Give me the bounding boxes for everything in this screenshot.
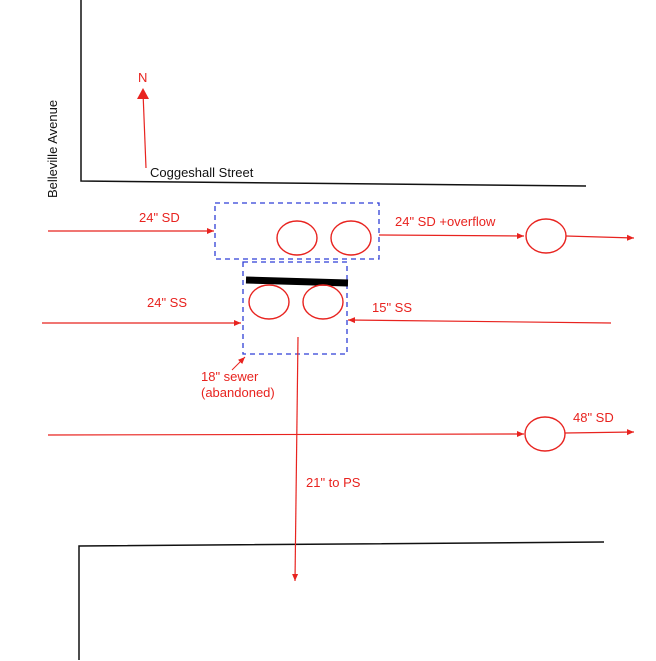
label-21-to-ps: 21" to PS <box>306 475 361 490</box>
downstream-manhole-sd <box>525 218 567 254</box>
label-15-ss: 15" SS <box>372 300 412 315</box>
north-arrow-icon <box>142 91 147 169</box>
label-48-sd: 48" SD <box>573 410 614 425</box>
ss-manhole-right <box>302 284 344 320</box>
pipe-24-sd-out <box>378 232 525 239</box>
pipe-sd-continuation <box>565 234 635 241</box>
pipe-48-sd <box>47 431 525 438</box>
label-18-sewer: 18" sewer <box>201 369 259 384</box>
label-24-sd-in: 24" SD <box>139 210 180 225</box>
sd-manhole-left <box>276 220 318 256</box>
street-label-coggeshall: Coggeshall Street <box>150 165 254 180</box>
label-24-sd-overflow: 24" SD +overflow <box>395 214 496 229</box>
ss-manhole-left <box>248 284 290 320</box>
pipe-21-to-ps <box>292 336 299 582</box>
street-edge-north <box>80 0 587 187</box>
weir-wall <box>245 276 349 287</box>
storm-drain-structure <box>214 202 380 260</box>
label-24-ss: 24" SS <box>147 295 187 310</box>
label-abandoned: (abandoned) <box>201 385 275 400</box>
downstream-manhole-48 <box>524 416 566 452</box>
north-label: N <box>138 70 147 85</box>
sd-manhole-right <box>330 220 372 256</box>
pipe-48-continuation <box>564 429 635 436</box>
street-edge-south <box>78 541 605 660</box>
leader-abandoned-sewer <box>231 356 246 371</box>
street-label-belleville: Belleville Avenue <box>45 100 60 198</box>
sanitary-structure <box>242 261 348 355</box>
pipe-15-ss <box>347 317 612 324</box>
north-arrow-head-icon <box>137 88 149 99</box>
